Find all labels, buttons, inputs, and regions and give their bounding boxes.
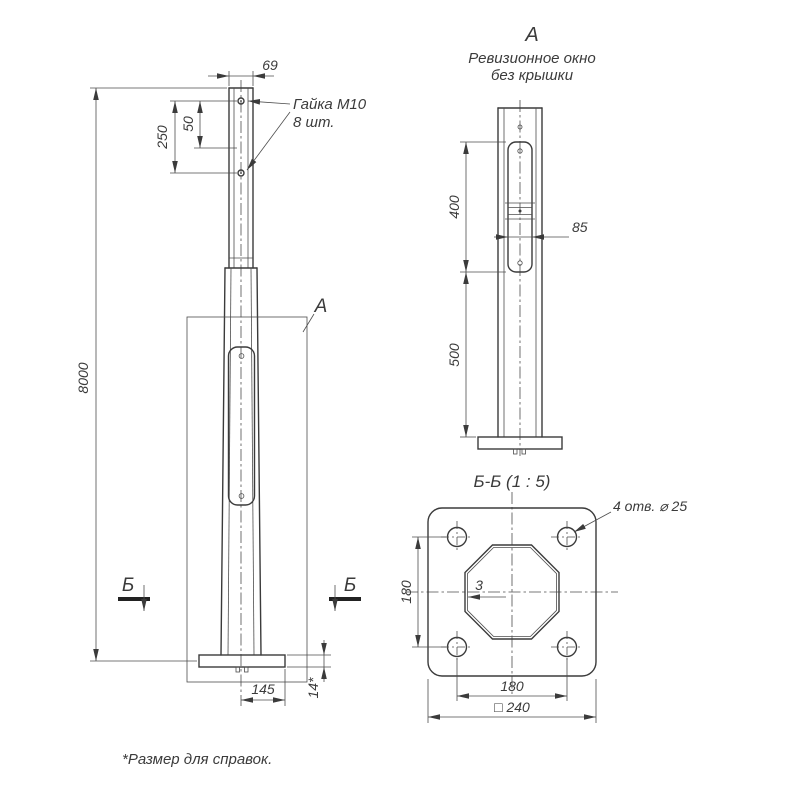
base-plate-front [198, 654, 286, 673]
section-bb: Б-Б (1 : 5) 3 [398, 472, 687, 723]
detail-a-boundary [186, 313, 315, 683]
dim-window-width-label: 85 [572, 219, 588, 235]
bb-pole-section [464, 544, 560, 640]
dim-window-width: 85 [494, 219, 588, 240]
dim-nut-gap-label: 50 [180, 116, 196, 132]
holes-note-label: 4 отв. ⌀ 25 [613, 498, 687, 514]
bb-holes-callout: 4 отв. ⌀ 25 [573, 498, 687, 533]
dim-top-width-label: 69 [262, 57, 278, 73]
dim-plate-side-label: □ 240 [494, 699, 530, 715]
bb-plate-outline [427, 507, 597, 677]
pole-body-outline [220, 267, 262, 656]
view-a-base-plate [477, 436, 563, 455]
flange-bolts [237, 97, 245, 177]
dim-nut-spacing: 250 50 [154, 100, 237, 174]
view-a-subtitle-line2: без крышки [491, 67, 574, 84]
bb-centerlines [406, 492, 618, 694]
dim-base-width: 145 [241, 669, 286, 706]
front-view: А 69 250 50 Гайка [75, 57, 367, 706]
dim-hole-spacing-horizontal-label: 180 [500, 678, 524, 694]
section-cut-left: Б [118, 575, 150, 611]
dim-bb-horizontal-180: 180 [456, 658, 568, 701]
reference-footnote: *Размер для справок. [122, 751, 272, 768]
dim-top-width: 69 [208, 57, 278, 86]
top-post-outline [228, 87, 254, 269]
dim-wall-thickness-label: 3 [475, 577, 483, 593]
dim-base-label: 145 [251, 681, 275, 697]
dim-bb-plate-240: □ 240 [427, 679, 597, 723]
dim-plate-thickness-label: 14* [305, 677, 321, 699]
view-a-pole-outline [497, 107, 543, 438]
dim-bb-vertical-180: 180 [398, 536, 446, 648]
revision-window-front [227, 346, 256, 506]
section-label-left: Б [122, 575, 134, 596]
dim-window-height: 400 [446, 141, 506, 273]
section-bb-title: Б-Б (1 : 5) [474, 472, 551, 491]
dim-overall-height: 8000 [75, 87, 227, 662]
nut-note-line1: Гайка М10 [293, 96, 367, 113]
dim-hole-spacing-vertical-label: 180 [398, 580, 414, 604]
bb-bolt-holes [441, 521, 583, 663]
nut-note-line2: 8 шт. [293, 114, 334, 131]
section-label-right: Б [344, 575, 356, 596]
dim-lower-section: 500 [446, 272, 476, 438]
dim-plate-thickness: 14* [287, 640, 331, 699]
section-cut-right: Б [329, 575, 361, 611]
view-a: А Ревизионное окно без крышки [446, 24, 596, 456]
dim-wall-thickness: 3 [468, 577, 506, 600]
dim-window-span-label: 400 [446, 195, 462, 219]
dim-nut-span-label: 250 [154, 125, 170, 150]
view-a-subtitle-line1: Ревизионное окно [468, 50, 595, 67]
dim-height-label: 8000 [75, 362, 91, 393]
view-a-clamp [505, 202, 535, 220]
view-a-marker: А [524, 24, 538, 46]
detail-a-marker: А [314, 296, 328, 317]
nut-callout: Гайка М10 8 шт. [246, 96, 367, 171]
view-a-window [507, 141, 533, 273]
dim-lower-span-label: 500 [446, 343, 462, 367]
